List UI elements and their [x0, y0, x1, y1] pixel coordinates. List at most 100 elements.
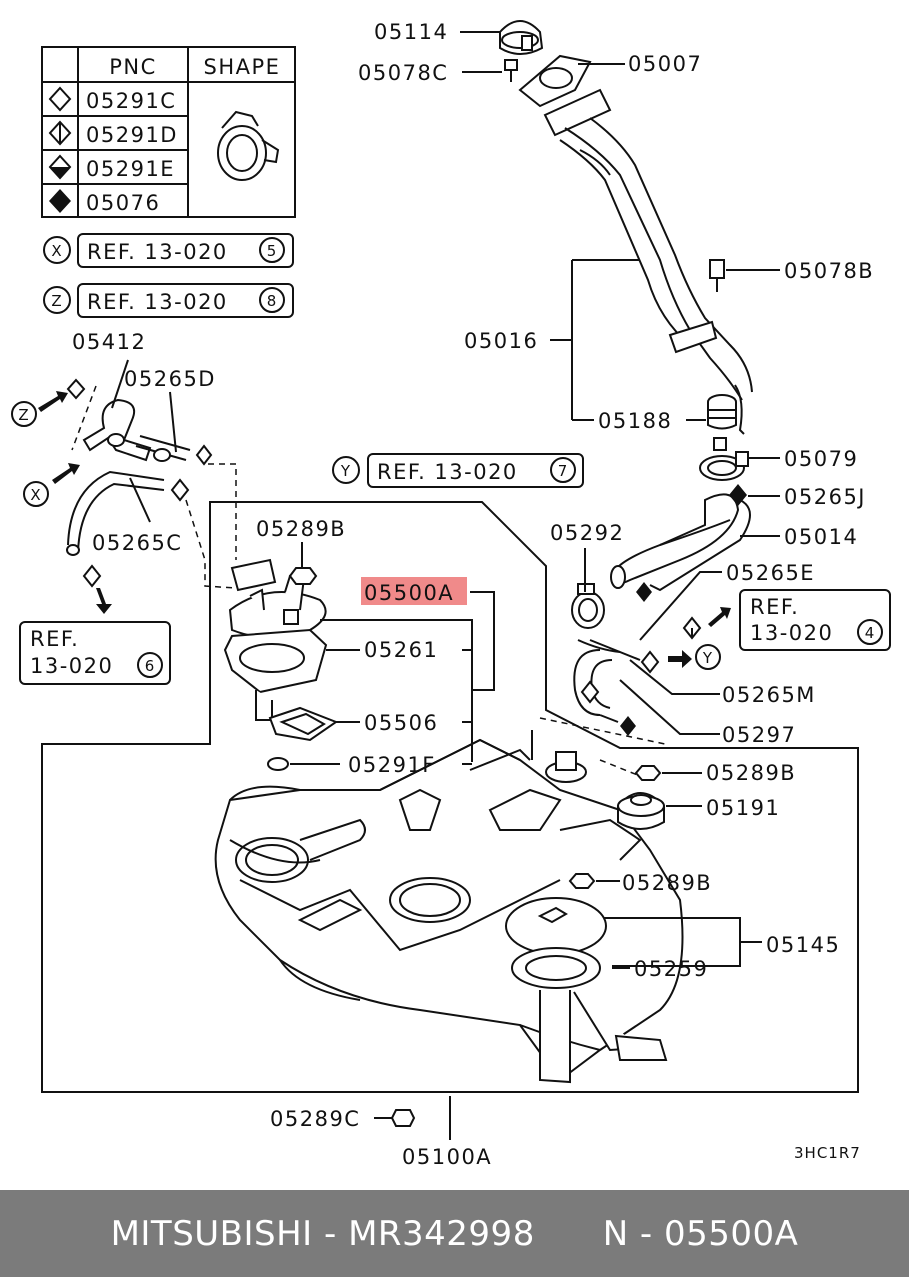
label-05016[interactable]: 05016 — [464, 329, 538, 353]
clamp-shape-icon — [217, 110, 280, 181]
vent-hoses-05265m[interactable] — [573, 639, 641, 723]
hose-05412[interactable] — [82, 398, 152, 462]
label-05292[interactable]: 05292 — [550, 521, 624, 545]
label-05289b-3[interactable]: 05289B — [622, 871, 712, 895]
bolt-05289c[interactable] — [390, 1109, 416, 1127]
label-05079[interactable]: 05079 — [784, 447, 858, 471]
svg-text:REF. 13-020: REF. 13-020 — [87, 240, 228, 264]
label-05261[interactable]: 05261 — [364, 638, 438, 662]
filler-neck-pipe[interactable] — [543, 88, 753, 435]
svg-text:Z: Z — [18, 406, 29, 424]
label-05500a[interactable]: 05500A — [364, 581, 454, 605]
diagram-code: 3HC1R7 — [794, 1144, 861, 1162]
label-05291f[interactable]: 05291F — [348, 753, 436, 777]
hose-05265d[interactable] — [135, 435, 191, 462]
label-05265e[interactable]: 05265E — [726, 561, 815, 585]
svg-text:X: X — [30, 486, 41, 504]
footer-part-number: MITSUBISHI - MR342998 — [110, 1213, 535, 1254]
label-05265c[interactable]: 05265C — [92, 531, 182, 555]
right-ref-arrow — [682, 607, 731, 640]
svg-text:REF.: REF. — [30, 627, 79, 651]
label-05297[interactable]: 05297 — [722, 723, 796, 747]
footer-bar: MITSUBISHI - MR342998 N - 05500A — [0, 1190, 909, 1277]
label-05289b-2[interactable]: 05289B — [706, 761, 796, 785]
label-05506[interactable]: 05506 — [364, 711, 438, 735]
svg-text:7: 7 — [558, 462, 569, 480]
footer-gap — [535, 1214, 603, 1254]
label-05188[interactable]: 05188 — [598, 409, 672, 433]
fuel-valve-05191[interactable] — [617, 792, 665, 830]
svg-text:X: X — [51, 242, 62, 260]
diamond-filled-icon — [49, 189, 71, 213]
z-direction-marker: Z — [11, 378, 86, 427]
ref-z-label[interactable]: Z REF. 13-020 8 — [43, 283, 294, 318]
hose-05188[interactable] — [707, 394, 737, 430]
nut-05289b-1[interactable] — [288, 567, 318, 585]
ref-y-label[interactable]: Y REF. 13-020 7 — [332, 453, 584, 488]
legend-pnc-4: 05076 — [86, 191, 160, 215]
label-05100a[interactable]: 05100A — [402, 1145, 492, 1169]
x-direction-marker: X — [23, 463, 80, 507]
y-direction-marker: Y — [640, 644, 721, 674]
hose-05265c[interactable] — [66, 470, 165, 556]
down-arrow-left — [82, 564, 112, 614]
legend-pnc-3: 05291E — [86, 157, 175, 181]
diamond-half-line-icon — [48, 120, 72, 146]
svg-text:4: 4 — [865, 624, 876, 642]
fuel-pump-assembly[interactable] — [223, 558, 339, 742]
svg-text:5: 5 — [267, 242, 278, 260]
footer-pnc: N - 05500A — [602, 1213, 799, 1254]
marker-diamonds-left — [170, 444, 213, 502]
svg-text:13-020: 13-020 — [30, 654, 113, 678]
sender-unit-05145[interactable] — [505, 897, 668, 1084]
svg-text:REF. 13-020: REF. 13-020 — [377, 460, 518, 484]
label-05191[interactable]: 05191 — [706, 796, 780, 820]
label-05145[interactable]: 05145 — [766, 933, 840, 957]
tank-fitting-top — [531, 730, 587, 783]
leader-lines — [111, 31, 780, 1140]
bolt-05078c[interactable] — [504, 59, 518, 82]
label-05265j[interactable]: 05265J — [784, 485, 866, 509]
parts-diagram: PNC SHAPE 05291C 05291D 05291E 05076 X R… — [11, 20, 891, 1169]
svg-text:Y: Y — [702, 649, 713, 667]
clamp-05079[interactable] — [699, 437, 749, 481]
gasket-05291f[interactable] — [267, 757, 289, 771]
label-05265d[interactable]: 05265D — [124, 367, 216, 391]
label-05289b-1[interactable]: 05289B — [256, 517, 346, 541]
ref-box-right[interactable]: REF. 13-020 4 — [739, 589, 891, 651]
ref-x-label[interactable]: X REF. 13-020 5 — [43, 233, 294, 268]
label-05007[interactable]: 05007 — [628, 52, 702, 76]
label-05078c[interactable]: 05078C — [358, 61, 448, 85]
legend-pnc-2: 05291D — [86, 123, 178, 147]
filler-hose-05014[interactable] — [610, 493, 740, 589]
legend-table — [41, 46, 296, 218]
diamond-bottom-filled-icon — [48, 154, 72, 180]
svg-text:Z: Z — [51, 292, 62, 310]
svg-text:13-020: 13-020 — [750, 621, 833, 645]
label-05289c[interactable]: 05289C — [270, 1107, 360, 1131]
svg-text:Y: Y — [340, 462, 351, 480]
nut-05289b-3[interactable] — [568, 873, 596, 889]
label-05078b[interactable]: 05078B — [784, 259, 874, 283]
filler-gasket[interactable] — [518, 54, 592, 108]
label-05114[interactable]: 05114 — [374, 20, 448, 44]
legend-pnc-1: 05291C — [86, 89, 176, 113]
label-05259[interactable]: 05259 — [634, 957, 708, 981]
label-05014[interactable]: 05014 — [784, 525, 858, 549]
marker-diamonds-right — [580, 484, 747, 736]
label-05412[interactable]: 05412 — [72, 330, 146, 354]
breather-hose-05265j — [649, 499, 751, 592]
svg-text:6: 6 — [145, 657, 156, 675]
label-05265m[interactable]: 05265M — [722, 683, 816, 707]
leader-dashed — [71, 385, 666, 777]
highlight-05500a — [361, 577, 467, 605]
diamond-outline-icon — [48, 86, 72, 112]
legend-header-pnc: PNC — [109, 55, 157, 79]
ref-box-left[interactable]: REF. 13-020 6 — [19, 621, 171, 685]
svg-text:REF. 13-020: REF. 13-020 — [87, 290, 228, 314]
nut-05289b-2[interactable] — [634, 765, 662, 781]
svg-text:8: 8 — [267, 292, 278, 310]
fuel-cap[interactable] — [499, 20, 544, 55]
clamp-05292[interactable] — [571, 583, 605, 629]
bolt-05078b[interactable] — [709, 259, 725, 292]
